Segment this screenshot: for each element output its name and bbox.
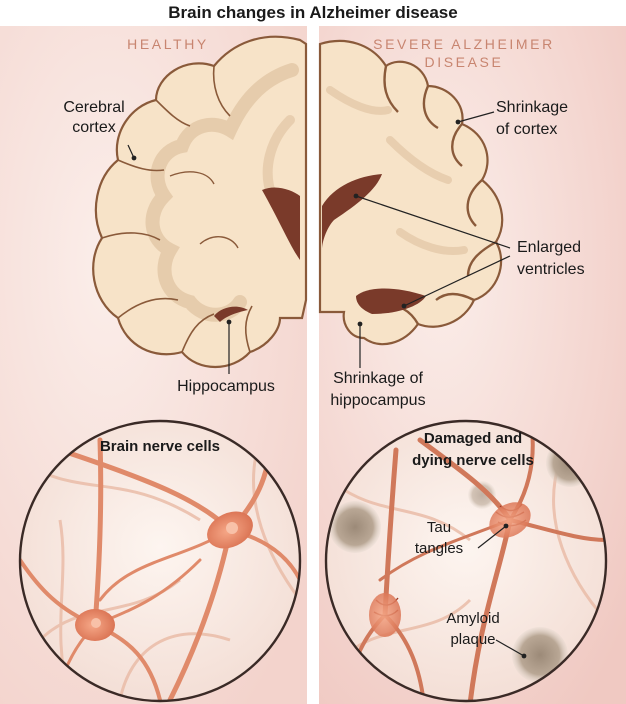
label-amyloid-line1: Amyloid <box>446 610 499 627</box>
label-tau-line1: Tau <box>427 519 451 536</box>
label-enlarged-ventricles-line2: ventricles <box>517 261 585 278</box>
disease-inset-title-line2: dying nerve cells <box>412 452 534 469</box>
label-shrinkage-hippocampus-line2: hippocampus <box>330 392 425 409</box>
healthy-inset-title: Brain nerve cells <box>100 438 220 455</box>
label-cerebral-cortex-line1: Cerebral <box>63 99 124 116</box>
label-shrinkage-cortex-line1: Shrinkage <box>496 99 568 116</box>
label-shrinkage-hippocampus-line1: Shrinkage of <box>333 370 423 387</box>
label-enlarged-ventricles-line1: Enlarged <box>517 239 581 256</box>
enlarged-ventricle-upper <box>322 174 382 250</box>
disease-inset-title-line1: Damaged and <box>424 430 522 447</box>
enlarged-ventricle-lower <box>356 288 426 314</box>
figure-title: Brain changes in Alzheimer disease <box>168 3 457 22</box>
label-hippocampus: Hippocampus <box>177 378 275 395</box>
disease-heading-line1: SEVERE ALZHEIMER <box>373 36 555 52</box>
label-amyloid-line2: plaque <box>450 631 495 648</box>
disease-heading-line2: DISEASE <box>425 54 504 70</box>
healthy-hippocampus-shape <box>214 306 248 322</box>
label-tau-line2: tangles <box>415 540 463 557</box>
label-cerebral-cortex-line2: cortex <box>72 119 116 136</box>
divider <box>307 26 319 704</box>
healthy-neurons-inset <box>18 419 302 703</box>
disease-brain <box>318 39 504 346</box>
healthy-brain <box>92 35 308 369</box>
label-shrinkage-cortex-line2: of cortex <box>496 121 557 138</box>
healthy-heading: HEALTHY <box>127 36 209 52</box>
plaque-left <box>329 501 381 553</box>
healthy-ventricle <box>262 187 300 260</box>
